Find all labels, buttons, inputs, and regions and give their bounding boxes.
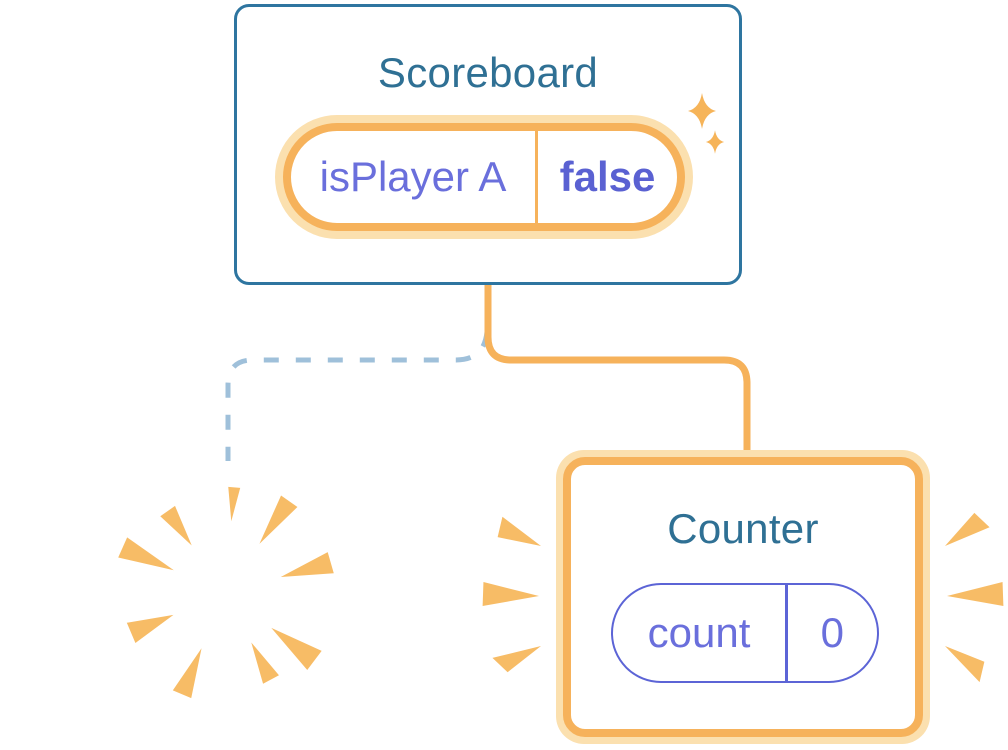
scoreboard-state-pill-glow: isPlayer A false xyxy=(275,115,693,239)
scoreboard-state-value: false xyxy=(559,153,656,200)
pill-divider xyxy=(785,585,788,681)
scoreboard-state-name: isPlayer A xyxy=(319,153,507,200)
counter-state-value: 0 xyxy=(820,609,844,656)
destroyed-component-card xyxy=(86,454,364,732)
counter-state-name: count xyxy=(647,609,751,656)
pill-divider xyxy=(535,131,538,223)
counter-component-card: Counter count 0 xyxy=(563,457,923,737)
scoreboard-state-pill: isPlayer A false xyxy=(283,123,685,231)
counter-title: Counter xyxy=(667,505,819,552)
explosion-sparks-icon xyxy=(118,486,334,699)
sparkles-icon xyxy=(688,93,725,154)
impact-sparks-right-icon xyxy=(945,512,1004,683)
impact-sparks-left-icon xyxy=(482,516,541,673)
counter-state-pill: count 0 xyxy=(611,583,879,683)
scoreboard-component-card: Scoreboard isPlayer A false xyxy=(234,4,742,285)
scoreboard-title: Scoreboard xyxy=(377,49,599,96)
counter-component-card-glow: Counter count 0 xyxy=(556,450,930,744)
dashed-connector-to-destroyed-component xyxy=(225,331,490,461)
solid-connector-to-counter xyxy=(484,279,751,460)
